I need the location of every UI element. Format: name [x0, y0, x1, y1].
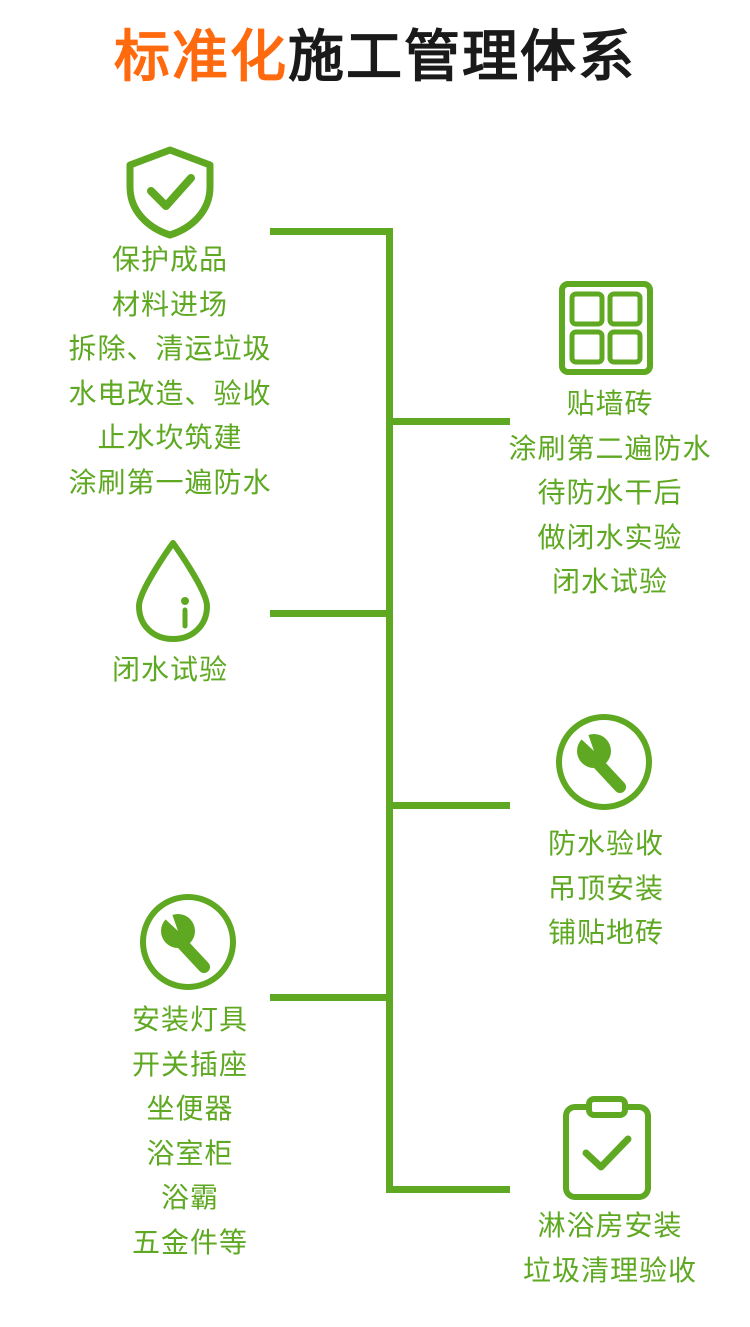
- step-text: 安装灯具: [131, 1003, 248, 1036]
- clipboard-check-icon: [560, 1095, 654, 1201]
- step-text: 铺贴地砖: [547, 916, 664, 949]
- stage-6-steps: 淋浴房安装 垃圾清理验收: [480, 1204, 740, 1293]
- step-text: 拆除、清运垃圾: [68, 332, 272, 365]
- branch-stage-5: [270, 994, 393, 1001]
- tile-grid-icon: [558, 280, 654, 376]
- step-text: 吊顶安装: [547, 871, 664, 905]
- branch-stage-2: [386, 418, 510, 425]
- step-text: 待防水干后: [537, 476, 683, 509]
- flow-trunk: [386, 228, 393, 1192]
- step-text: 做闭水实验: [537, 520, 683, 554]
- branch-stage-1: [270, 228, 393, 235]
- step-text: 淋浴房安装: [537, 1209, 683, 1242]
- stage-4-steps: 防水验收 吊顶安装 铺贴地砖: [476, 822, 736, 956]
- water-drop-icon: [133, 538, 213, 644]
- step-text: 垃圾清理验收: [522, 1253, 697, 1287]
- step-text: 闭水试验: [111, 653, 228, 686]
- step-text: 闭水试验: [551, 565, 668, 598]
- branch-stage-4: [386, 802, 510, 809]
- step-text: 坐便器: [146, 1092, 234, 1125]
- step-text: 涂刷第一遍防水: [68, 465, 272, 499]
- step-text: 开关插座: [131, 1047, 248, 1081]
- title-highlight: 标准化: [114, 25, 288, 90]
- stage-1-steps: 保护成品 材料进场 拆除、清运垃圾 水电改造、验收 止水坎筑建 涂刷第一遍防水: [40, 238, 300, 505]
- step-text: 浴霸: [160, 1181, 219, 1214]
- step-text: 防水验收: [547, 827, 664, 860]
- title-rest: 施工管理体系: [288, 25, 636, 90]
- step-text: 浴室柜: [146, 1136, 234, 1170]
- branch-stage-6: [386, 1186, 510, 1193]
- stage-3-steps: 闭水试验: [40, 648, 300, 693]
- wrench-icon: [139, 893, 237, 991]
- stage-2-steps: 贴墙砖 涂刷第二遍防水 待防水干后 做闭水实验 闭水试验: [480, 382, 740, 605]
- wrench-icon: [555, 713, 653, 811]
- page-title: 标准化施工管理体系: [0, 18, 750, 98]
- step-text: 止水坎筑建: [97, 421, 243, 454]
- step-text: 贴墙砖: [566, 387, 654, 420]
- branch-stage-3: [270, 610, 393, 617]
- step-text: 水电改造、验收: [68, 376, 272, 410]
- step-text: 材料进场: [111, 287, 228, 321]
- step-text: 五金件等: [131, 1225, 248, 1259]
- shield-check-icon: [123, 145, 217, 240]
- stage-5-steps: 安装灯具 开关插座 坐便器 浴室柜 浴霸 五金件等: [60, 998, 320, 1265]
- step-text: 保护成品: [111, 243, 228, 276]
- step-text: 涂刷第二遍防水: [508, 431, 712, 465]
